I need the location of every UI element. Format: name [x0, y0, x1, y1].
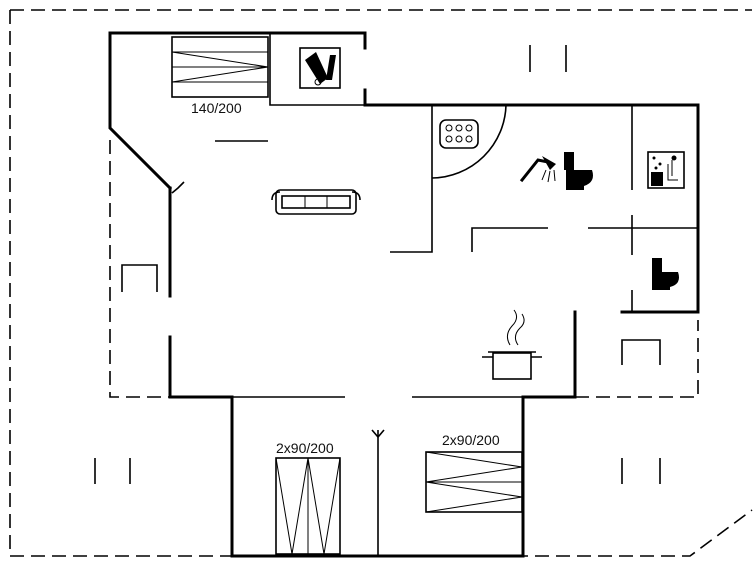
whirlpool-bath-icon: [439, 119, 479, 149]
bed-icon: [275, 457, 341, 555]
window-marks: [94, 45, 661, 484]
shower-icon: [519, 156, 556, 183]
walls: [108, 31, 700, 558]
toilet-icon: [564, 152, 593, 190]
sofa-icon: [271, 189, 361, 215]
kitchen-pot-icon: [482, 309, 542, 380]
washing-machine-icon: [299, 47, 341, 89]
bed-icon: [425, 451, 523, 513]
terrace-lines: [109, 140, 699, 398]
toilet-icon: [652, 258, 679, 290]
bed-right-label: 2x90/200: [442, 432, 500, 448]
sauna-icon: [647, 151, 685, 189]
master-bed-label: 140/200: [191, 100, 242, 116]
bed-left-label: 2x90/200: [276, 440, 334, 456]
bed-icon: [171, 36, 269, 98]
